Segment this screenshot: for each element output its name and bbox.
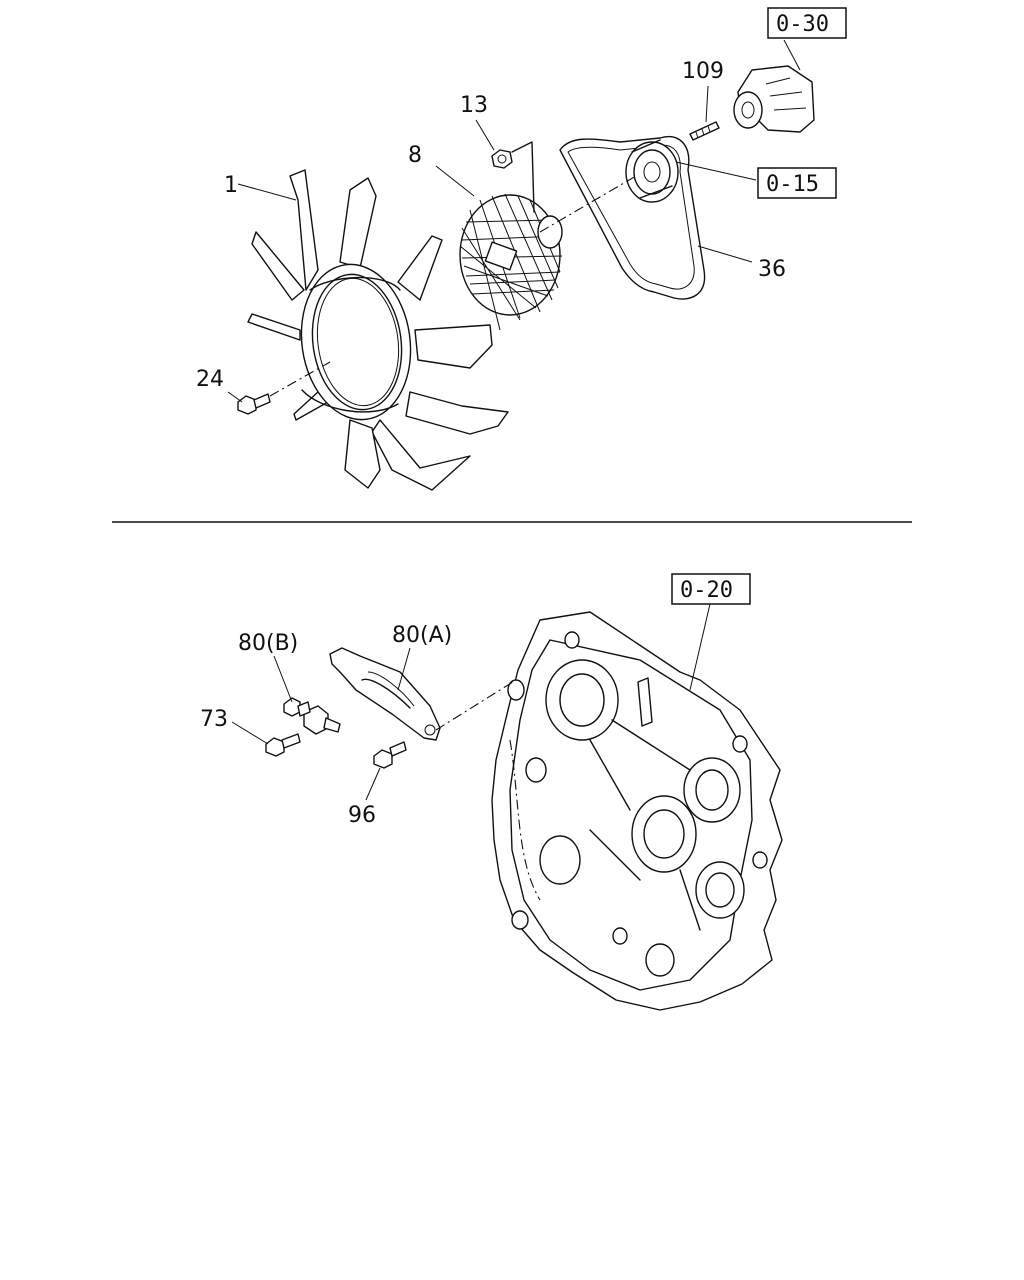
label-part-109: 109: [682, 59, 724, 84]
timing-gear-case: [491, 611, 783, 1011]
bracket-a: [329, 647, 441, 741]
ref-box-0-15: [757, 167, 837, 199]
label-part-73: 73: [200, 707, 228, 732]
bolt-73: [265, 733, 301, 757]
label-part-80b: 80(B): [238, 631, 298, 656]
label-part-96: 96: [348, 803, 376, 828]
label-part-1: 1: [224, 173, 238, 198]
label-part-13: 13: [460, 93, 488, 118]
label-part-80a: 80(A): [392, 623, 452, 648]
ref-0-15: 0-15: [766, 172, 819, 197]
label-part-24: 24: [196, 367, 224, 392]
water-pump: [733, 65, 815, 133]
bolt-96: [373, 741, 407, 769]
cooling-fan: [247, 169, 509, 491]
label-part-8: 8: [408, 143, 422, 168]
bracket-b: [283, 697, 341, 735]
ref-box-0-30: [767, 7, 847, 39]
stud: [689, 121, 720, 141]
ref-box-0-20: [671, 573, 751, 605]
bolt: [237, 393, 271, 415]
v-belt: [559, 135, 706, 300]
nut: [491, 149, 513, 169]
ref-0-20: 0-20: [680, 578, 733, 603]
water-pump-pulley: [625, 139, 679, 203]
ref-0-30: 0-30: [776, 12, 829, 37]
label-part-36: 36: [758, 257, 786, 282]
fan-clutch: [459, 193, 563, 331]
